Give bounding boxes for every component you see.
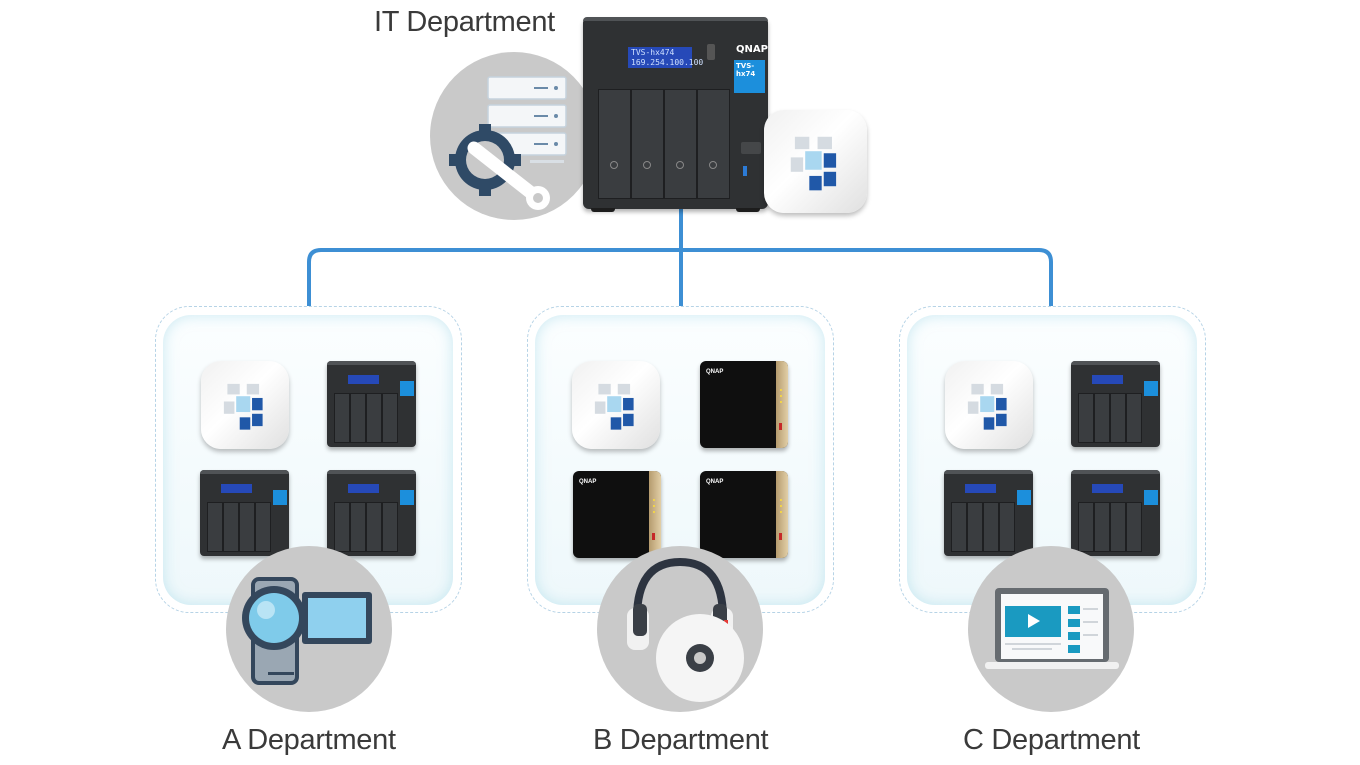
nas-device[interactable] [1071,470,1160,556]
model-sticker: TVS-hx74 [736,62,756,78]
nas-lcd-line1: TVS-hx474 [631,48,675,57]
nas-device-black-gold[interactable]: QNAP [700,471,788,558]
cube-app-icon[interactable] [572,361,660,449]
department-b-label: B Department [593,724,769,756]
nas-lcd-line2: 169.254.100.100 [631,58,704,67]
cube-icon [594,383,634,430]
department-b-icon-circle [597,546,763,712]
power-button[interactable] [741,142,761,154]
it-department-label: IT Department [374,6,555,38]
cube-app-icon[interactable] [201,361,289,449]
cube-icon [790,136,837,191]
headphones-cd-icon [627,557,744,702]
usb-port [743,166,747,176]
nas-device-black-gold[interactable]: QNAP [700,361,788,448]
nas-device[interactable] [327,361,416,447]
cube-icon [967,383,1007,430]
laptop-video-icon [985,588,1119,669]
department-a-label: A Department [222,724,396,756]
it-admin-icon-circle [430,52,598,220]
qnap-logo: QNAP [736,44,768,55]
server-gear-wrench-icon [449,76,567,210]
nas-device[interactable] [327,470,416,556]
nas-device[interactable] [1071,361,1160,447]
cube-app-icon[interactable] [945,361,1033,449]
cube-app-icon[interactable] [764,110,867,213]
department-a-icon-circle [226,546,392,712]
nas-device-black-gold[interactable]: QNAP [573,471,661,558]
department-c-label: C Department [963,724,1140,756]
video-camera-icon [242,577,372,685]
nas-device[interactable] [200,470,289,556]
central-nas-device[interactable]: TVS-hx474 169.254.100.100 QNAP TVS-hx74 [583,17,768,212]
nas-device[interactable] [944,470,1033,556]
cube-icon [223,383,263,430]
department-c-icon-circle [968,546,1134,712]
